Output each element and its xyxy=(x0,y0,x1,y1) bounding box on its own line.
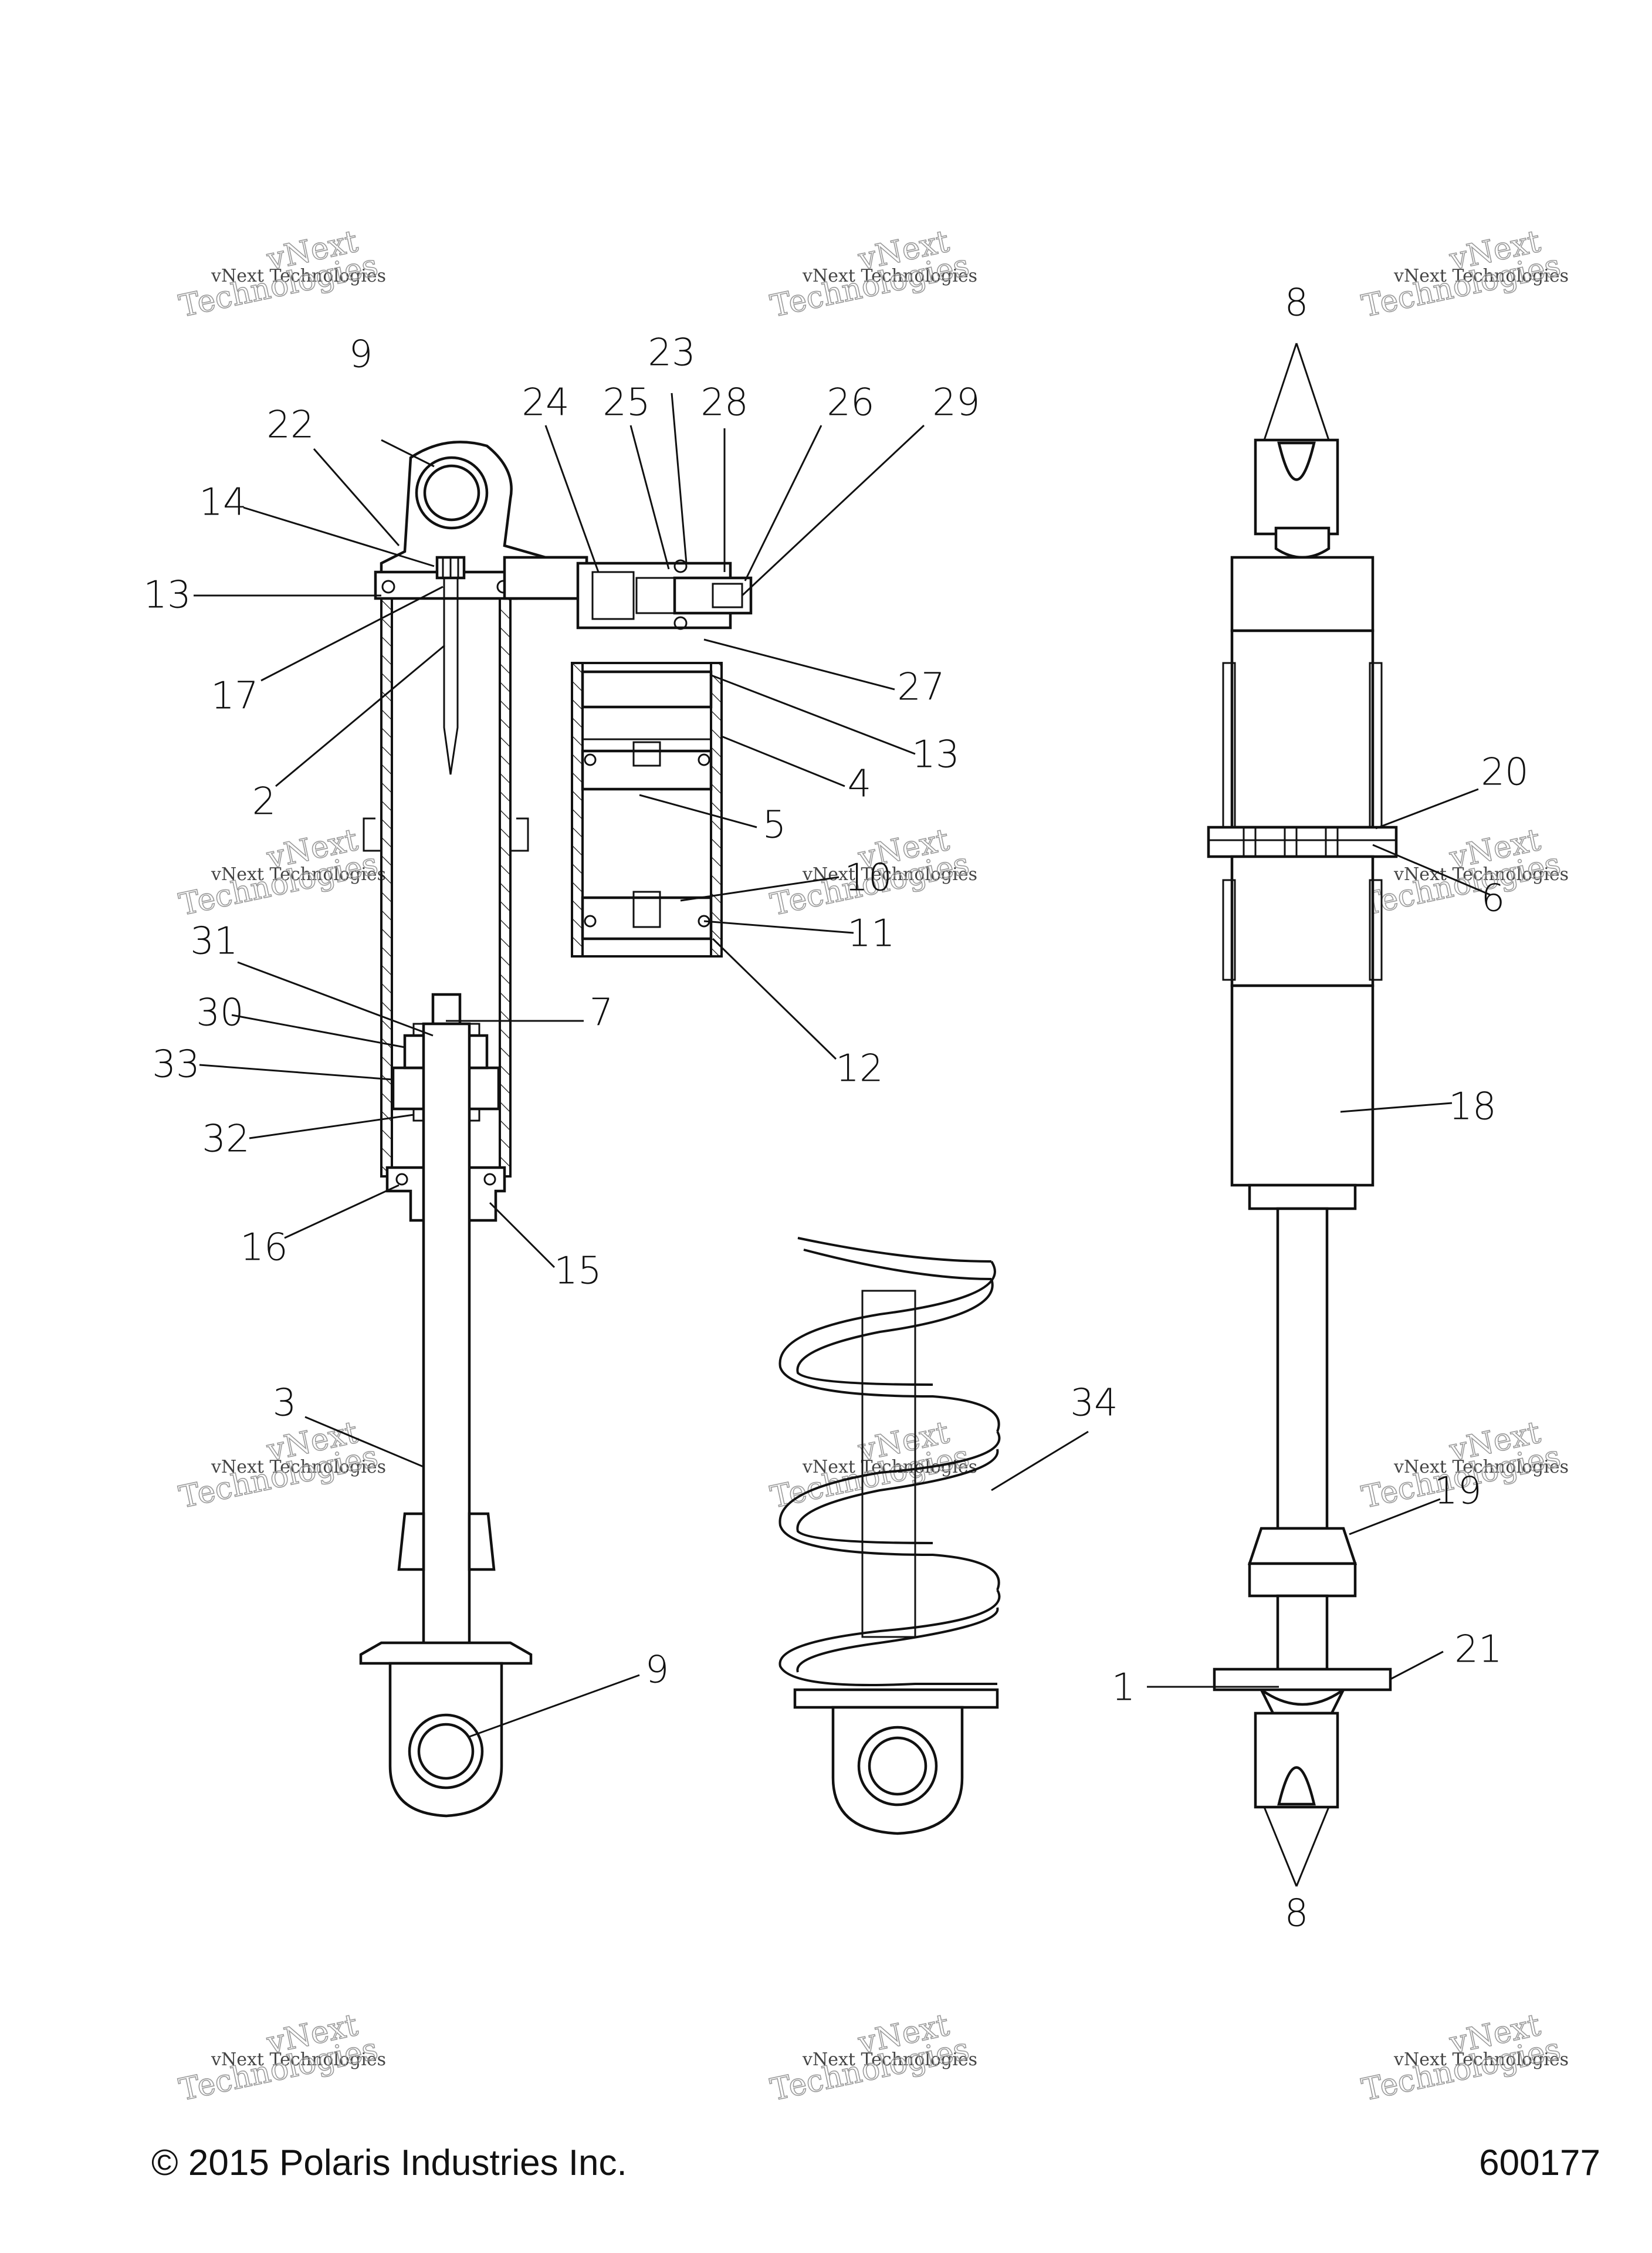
callout-32: 32 xyxy=(202,1118,249,1161)
callout-3: 3 xyxy=(273,1382,297,1425)
svg-text:vNext Technologies: vNext Technologies xyxy=(1393,2049,1569,2070)
callout-13-left: 13 xyxy=(143,574,191,617)
callout-26: 26 xyxy=(827,381,874,425)
callout-19: 19 xyxy=(1434,1470,1481,1513)
watermark-mid-left: vNext vNext Technologies Technologies xyxy=(175,822,386,923)
svg-text:vNext Technologies: vNext Technologies xyxy=(211,1457,386,1477)
svg-text:vNext Technologies: vNext Technologies xyxy=(802,1457,977,1477)
watermark-top-right: vNext vNext Technologies Technologies xyxy=(1358,224,1569,325)
watermark-bottom-center: vNext vNext Technologies Technologies xyxy=(767,2007,977,2109)
callout-22: 22 xyxy=(266,404,314,447)
spring-shaft xyxy=(861,1290,916,1638)
shaft xyxy=(422,1022,471,1677)
reservoir-end-cap xyxy=(581,896,713,941)
callout-8-bottom: 8 xyxy=(1285,1892,1309,1936)
leader-lines xyxy=(194,343,1491,1887)
callout-9-top: 9 xyxy=(349,333,373,377)
callout-17: 17 xyxy=(211,675,258,718)
svg-text:vNext Technologies: vNext Technologies xyxy=(1393,266,1569,286)
exterior-shaft-lower xyxy=(1276,1594,1329,1671)
spring-eye-bushing xyxy=(868,1736,927,1796)
preload-collar xyxy=(1207,826,1398,858)
callout-5: 5 xyxy=(763,804,787,847)
floating-piston xyxy=(581,749,713,791)
watermark-lower-left: vNext vNext Technologies Technologies xyxy=(175,1415,386,1516)
svg-text:vNext Technologies: vNext Technologies xyxy=(802,2049,977,2070)
callout-2: 2 xyxy=(252,780,276,824)
callout-27: 27 xyxy=(897,666,945,709)
copyright-notice: © 2015 Polaris Industries Inc. xyxy=(151,2143,627,2183)
watermark-top-center: vNext vNext Technologies Technologies xyxy=(767,224,977,325)
svg-text:vNext Technologies: vNext Technologies xyxy=(802,864,977,885)
callout-10: 10 xyxy=(844,857,892,900)
shock-cross-section xyxy=(359,441,753,1818)
callout-7: 7 xyxy=(590,992,614,1035)
bottom-out-bumper-left xyxy=(397,1512,425,1571)
callout-18: 18 xyxy=(1448,1085,1496,1129)
callout-6: 6 xyxy=(1481,877,1505,921)
body-sleeve-18 xyxy=(1230,984,1375,1187)
top-eye-sleeve xyxy=(1274,526,1331,559)
bottom-out-bumper-right xyxy=(468,1512,496,1571)
callout-34: 34 xyxy=(1070,1382,1118,1425)
svg-text:vNext Technologies: vNext Technologies xyxy=(1393,1457,1569,1477)
svg-text:vNext Technologies: vNext Technologies xyxy=(211,864,386,885)
body-bottom-cap xyxy=(1248,1183,1357,1210)
upper-body-exterior xyxy=(1230,629,1375,829)
callout-4: 4 xyxy=(848,763,872,806)
spring-lower-seat xyxy=(793,1688,999,1709)
callout-24: 24 xyxy=(522,381,569,425)
reservoir-cap-top xyxy=(581,670,713,709)
bottom-spring-cup xyxy=(359,1641,533,1665)
exterior-bumper xyxy=(1247,1527,1358,1565)
adjuster-bridge xyxy=(503,556,588,600)
callout-12: 12 xyxy=(835,1047,883,1091)
metering-needle xyxy=(443,577,459,775)
shock-exterior xyxy=(1207,438,1398,1809)
callout-16: 16 xyxy=(240,1226,287,1270)
callout-13-right: 13 xyxy=(912,733,959,777)
callout-25: 25 xyxy=(602,381,650,425)
watermark-top-left: vNext vNext Technologies Technologies xyxy=(175,224,386,325)
callout-15: 15 xyxy=(554,1250,601,1293)
svg-text:vNext Technologies: vNext Technologies xyxy=(802,266,977,286)
coil-spring xyxy=(778,1237,1001,1835)
callout-8-top: 8 xyxy=(1285,282,1309,325)
exterior-bottom-eye xyxy=(1260,1689,1345,1715)
callout-21: 21 xyxy=(1454,1628,1502,1672)
callout-9-bottom: 9 xyxy=(645,1649,669,1692)
callout-14: 14 xyxy=(199,481,246,525)
top-eye-bushing xyxy=(423,464,480,522)
callout-28: 28 xyxy=(700,381,748,425)
top-cap-oring xyxy=(381,580,395,594)
callout-33: 33 xyxy=(152,1043,199,1087)
callout-1: 1 xyxy=(1112,1666,1136,1710)
callout-20: 20 xyxy=(1481,751,1528,794)
callout-23: 23 xyxy=(648,331,695,375)
reservoir-cap-exterior xyxy=(1230,556,1375,632)
svg-text:vNext Technologies: vNext Technologies xyxy=(211,266,386,286)
exterior-shaft xyxy=(1276,1207,1329,1530)
watermark-bottom-left: vNext vNext Technologies Technologies xyxy=(175,2007,386,2109)
watermark-bottom-right: vNext vNext Technologies Technologies xyxy=(1358,2007,1569,2109)
bottom-eye-bushing xyxy=(417,1723,475,1780)
svg-text:vNext Technologies: vNext Technologies xyxy=(211,2049,386,2070)
callout-labels: 8 8 9 22 14 13 17 2 31 30 33 32 7 16 15 … xyxy=(143,282,1528,1936)
piston-nut xyxy=(431,993,462,1026)
callout-30: 30 xyxy=(196,992,243,1035)
diagram-number: 600177 xyxy=(1479,2143,1600,2183)
svg-text:vNext Technologies: vNext Technologies xyxy=(1393,864,1569,885)
callout-11: 11 xyxy=(847,912,895,956)
body-sleeve-upper xyxy=(1230,855,1375,987)
callout-31: 31 xyxy=(190,920,238,963)
callout-29: 29 xyxy=(932,381,980,425)
